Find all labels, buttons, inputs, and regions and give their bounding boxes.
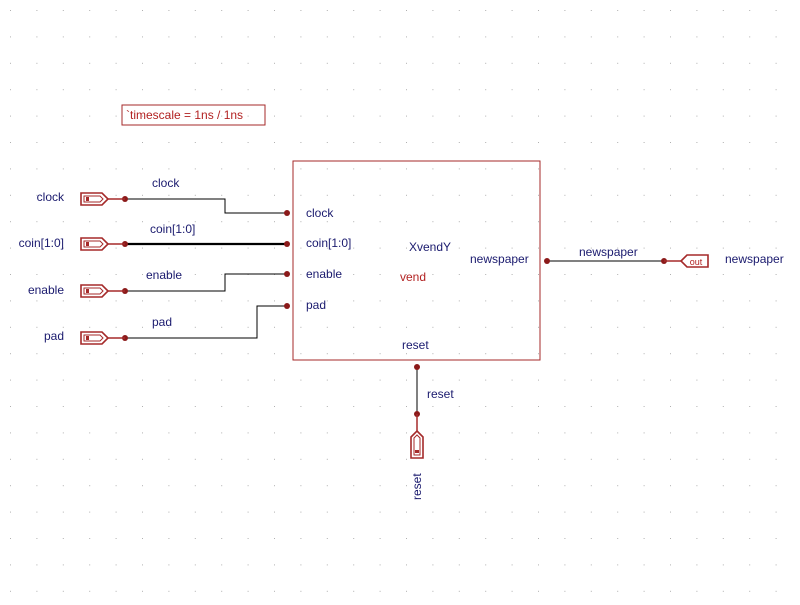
input-port-icon [80, 237, 110, 251]
net-label-newspaper: newspaper [579, 245, 638, 259]
net-label-pad: pad [152, 315, 172, 329]
timescale-label: `timescale = 1ns / 1ns [126, 108, 243, 122]
instance-name: XvendY [409, 240, 451, 254]
pin-label-reset: reset [402, 338, 429, 352]
junction-dot [414, 364, 420, 370]
net-label-reset: reset [427, 387, 454, 401]
pin-label-coin: coin[1:0] [306, 236, 351, 250]
junction-dot [284, 303, 290, 309]
net-label-clock: clock [152, 176, 180, 190]
input-port-mark-icon [86, 289, 89, 293]
output-port-icon [679, 254, 709, 268]
input-port-label: clock [37, 190, 65, 204]
input-port-inner-icon [413, 434, 421, 456]
pin-label-newspaper: newspaper [470, 252, 529, 266]
input-port-mark-icon [86, 242, 89, 246]
input-port-inner-icon [83, 195, 104, 203]
net-labels: clock coin[1:0] enable pad newspaper res… [146, 176, 638, 401]
output-port-symbol-text: out [690, 257, 703, 267]
pin-label-clock: clock [306, 206, 334, 220]
timescale-frame [121, 104, 266, 126]
junction-dot [544, 258, 550, 264]
input-port-mark-icon [86, 336, 89, 340]
input-port-pad[interactable]: pad [44, 329, 125, 345]
input-port-inner-icon [83, 287, 104, 295]
net-label-coin: coin[1:0] [150, 222, 195, 236]
input-port-inner-icon [83, 334, 104, 342]
input-port-label: coin[1:0] [19, 236, 64, 250]
junction-dot [284, 271, 290, 277]
nets [125, 198, 664, 414]
input-port-icon [80, 192, 110, 206]
net-enable[interactable] [125, 273, 287, 292]
junction-dots [122, 196, 667, 417]
input-port-clock[interactable]: clock [37, 190, 125, 206]
module-name: vend [400, 270, 426, 284]
timescale-directive[interactable]: `timescale = 1ns / 1ns [121, 104, 266, 126]
grid-dots [10, 10, 777, 592]
input-port-enable[interactable]: enable [28, 283, 125, 298]
output-port-newspaper[interactable]: out newspaper [664, 252, 784, 268]
module-frame [292, 160, 541, 361]
junction-dot [284, 210, 290, 216]
bottom-port-label: reset [410, 473, 424, 500]
net-clock[interactable] [125, 198, 287, 214]
pin-label-enable: enable [306, 267, 342, 281]
junction-dot [284, 241, 290, 247]
input-port-coin[interactable]: coin[1:0] [19, 236, 125, 251]
input-port-mark-icon [86, 197, 89, 201]
input-port-icon [80, 284, 110, 298]
net-pad[interactable] [125, 305, 287, 339]
pin-label-pad: pad [306, 298, 326, 312]
input-port-inner-icon [83, 240, 104, 248]
module-block[interactable]: clock coin[1:0] enable pad newspaper res… [292, 160, 541, 361]
input-port-mark-icon [415, 450, 419, 453]
input-port-reset[interactable]: reset [410, 414, 424, 500]
input-port-label: enable [28, 283, 64, 297]
net-label-enable: enable [146, 268, 182, 282]
input-port-icon [80, 331, 110, 345]
input-port-label: pad [44, 329, 64, 343]
output-port-label: newspaper [725, 252, 784, 266]
